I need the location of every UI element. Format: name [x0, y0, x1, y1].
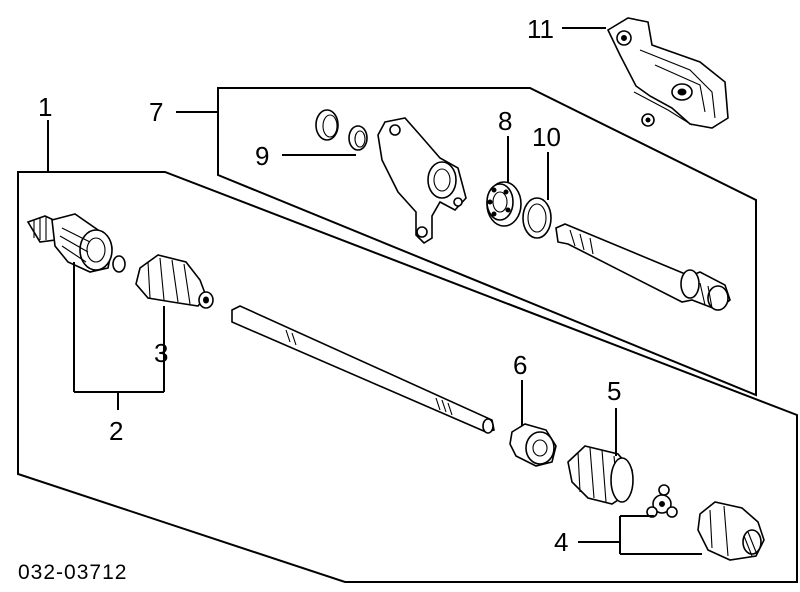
callout-4: 4 [554, 527, 568, 557]
snap-ring-part [522, 197, 552, 239]
outer-cv-joint-part [26, 213, 126, 273]
bearing-part [486, 181, 522, 227]
callout-1: 1 [38, 92, 52, 122]
callout-5: 5 [607, 376, 621, 406]
intermediate-shaft-outline [217, 87, 757, 397]
callout-11: 11 [527, 14, 554, 44]
seal-ring-part [315, 109, 368, 151]
callout-6: 6 [513, 350, 527, 380]
dynamic-damper-part [509, 423, 557, 467]
leader-lines [47, 27, 702, 555]
intermediate-shaft-part [555, 223, 731, 311]
callout-10: 10 [532, 122, 561, 152]
callout-9: 9 [255, 141, 269, 171]
diagram-code: 032-03712 [18, 561, 127, 584]
callout-8: 8 [498, 106, 512, 136]
inner-boot-part [567, 445, 634, 505]
axle-shaft-part [231, 305, 495, 434]
bearing-support-bracket-part [377, 117, 467, 245]
outer-boot-part [135, 254, 214, 309]
callout-2: 2 [109, 416, 123, 446]
callout-3: 3 [154, 338, 168, 368]
tripod-joint-part [646, 484, 678, 518]
driveshaft-assembly-outline [17, 171, 798, 583]
heat-shield-part [606, 17, 729, 129]
inner-joint-housing-part [697, 501, 765, 561]
callout-7: 7 [149, 97, 163, 127]
